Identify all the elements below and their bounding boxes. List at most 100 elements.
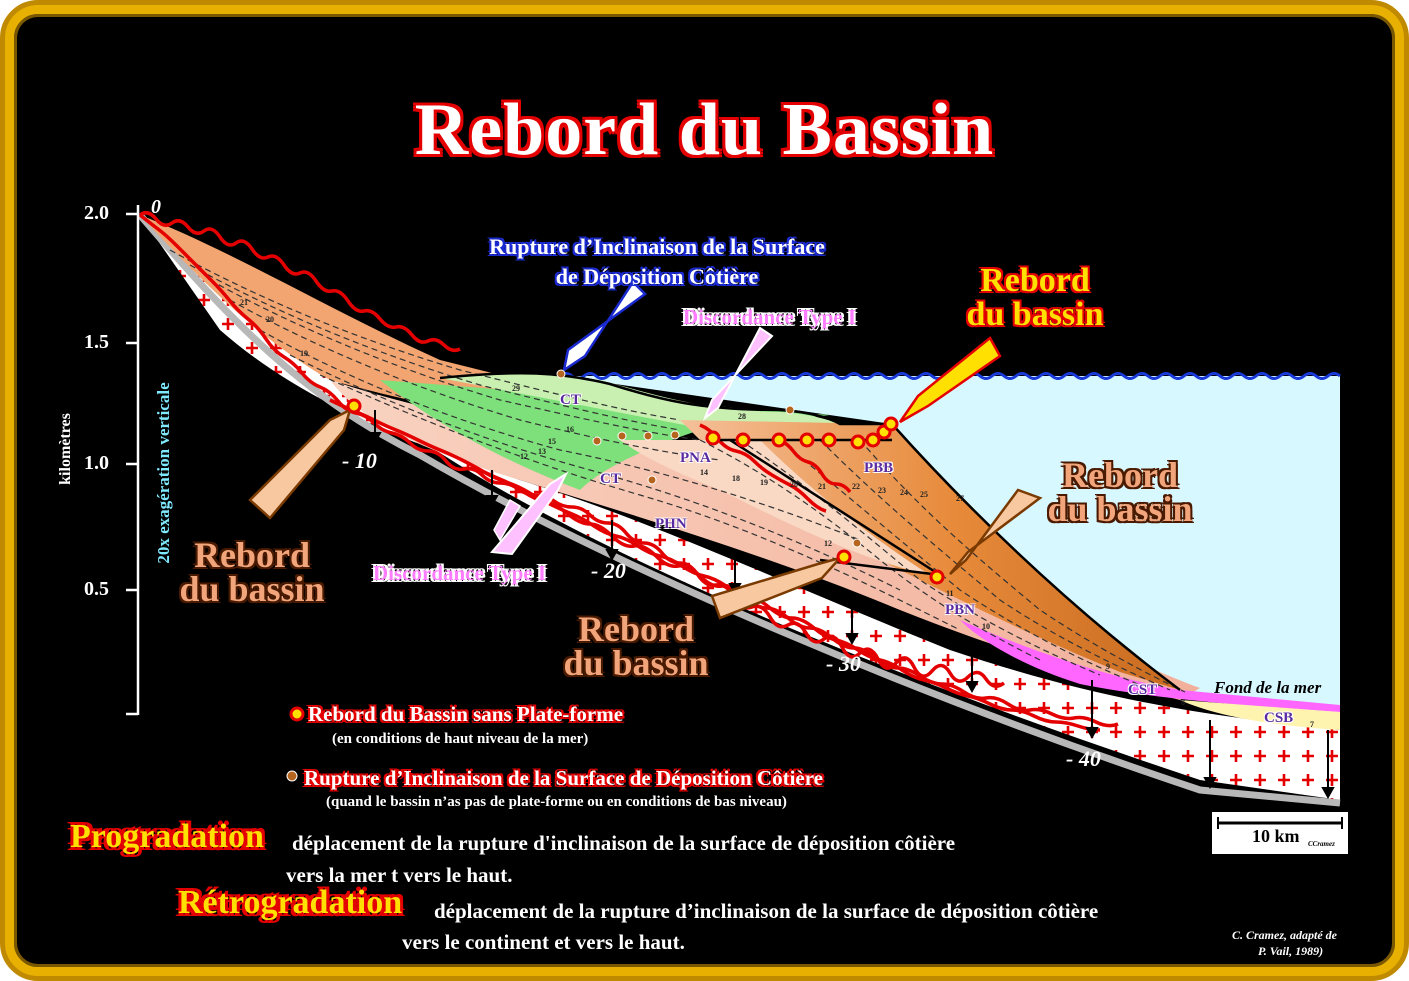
layer-number: 22 [852,482,860,491]
rebord-right-line1: Rebord [1062,455,1178,495]
pna-zone [620,440,930,575]
legend-item-rupture-sub: (quand le bassin n’as pas de plate-forme… [326,794,787,810]
progradation-text-1: déplacement de la rupture d'inclinaison … [292,831,956,855]
layer-number: 16 [566,425,574,434]
depth-40: - 40 [1066,746,1101,771]
layer-number: 10 [982,622,990,631]
layer-number: 9 [1106,662,1110,671]
legend-dot-rupture [286,770,298,782]
credit-line2: P. Vail, 1989) [1258,944,1324,958]
rebord-mid-line2: du bassin [563,643,709,683]
tick-2-0: 2.0 [84,202,109,224]
csb-band [1180,700,1340,730]
green-top [440,373,840,428]
rebord-left-arrow [248,407,353,520]
tick-0-5: 0.5 [84,578,109,600]
layer-number: 7 [1310,720,1314,729]
rebord-yellow-label: Rebord du bassin [960,264,1110,332]
rebord-mid-arrow [710,555,844,620]
retrogradation-term: Rétrogradation [178,884,403,921]
layer-number: 12 [824,539,832,548]
basement [140,215,1340,800]
layer-number: 24 [900,488,908,497]
progradation-term: Progradation [70,818,264,855]
sea-floor-label: Fond de la mer [1214,678,1322,697]
scale-label: 10 km [1252,826,1300,846]
red-unconformities [138,211,1119,732]
discordance-top-label: Discordance Type I [683,305,857,329]
layer-number: 29 [512,384,520,393]
layer-number: 11 [946,589,954,598]
axis-label: kilomètres [57,413,74,485]
coastal-break-dots [556,369,862,548]
unit-ct-upper: CT [560,392,581,408]
sea-water [560,376,1340,718]
rebord-right-label: Rebord du bassin [1040,455,1200,529]
unit-pna: PNA [680,450,711,466]
rebord-yellow-line2: du bassin [966,296,1104,333]
layer-number: 13 [538,447,546,456]
rupture-title-line1: Rupture d’Inclinaison de la Surface [489,234,825,259]
rebord-left-line1: Rebord [194,535,310,575]
layer-number: 23 [878,486,886,495]
layer-number: 19 [760,478,768,487]
legend-item-rupture: Rupture d’Inclinaison de la Surface de D… [304,766,823,790]
layer-number: 8 [1181,698,1185,707]
progradation-text-2: vers la mer t vers le haut. [286,863,513,887]
depth-30: - 30 [826,651,861,676]
layer-number: 12 [520,452,528,461]
scale-bar [1212,812,1348,854]
cst-band [960,620,1340,712]
depth-10: - 10 [342,448,377,473]
unit-pbb: PBB [864,460,894,476]
rupture-title: Rupture d’Inclinaison de la Surface de D… [462,232,852,292]
retrogradation-text-2: vers le continent et vers le haut. [402,930,685,954]
legend-item-rebord-sub: (en conditions de haut niveau de la mer) [332,731,589,747]
rupture-arrow [562,280,647,373]
layer-number: 18 [732,474,740,483]
unit-pbn: PBN [945,602,975,618]
vertical-axis [126,205,140,716]
layer-number: 15 [548,437,556,446]
rebord-mid-label: Rebord du bassin [556,609,716,683]
legend-dot-rebord [289,706,305,722]
layer-number: 27 [956,494,964,503]
layer-number: 28 [738,412,746,421]
legend-item-rebord: Rebord du Bassin sans Plate-forme [308,702,624,726]
layer-number: 21 [240,298,248,307]
layer-number: 14 [700,468,708,477]
rupture-title-line2: de Déposition Côtière [555,264,759,289]
rebord-left-label: Rebord du bassin [172,535,332,607]
layer-number: 20 [790,480,798,489]
unit-ct-lower: CT [600,471,621,487]
layer-number: 19 [300,349,308,358]
depth-20: - 20 [591,558,626,583]
layer-number: 21 [818,482,826,491]
rebord-yellow-arrow [898,336,1002,424]
scale-credit: CCramez [1308,840,1335,848]
retrogradation-text-1: déplacement de la rupture d’inclinaison … [434,899,1099,923]
depth-arrows [368,410,1335,800]
rebord-mid-line1: Rebord [578,609,694,649]
unit-cst: CST [1128,682,1158,698]
rebord-right-arrow [949,488,1043,575]
exaggeration-label: 20x exagération verticale [154,382,173,564]
discordance-bottom-arrow [489,471,569,556]
discordance-top-arrow [702,326,774,421]
rebord-yellow-line1: Rebord [980,262,1090,299]
unit-phn: PHN [655,516,687,532]
rebord-right-line2: du bassin [1047,489,1193,529]
top-zero: 0 [151,196,161,218]
page-title: Rebord du Bassin [414,89,995,171]
discordance-bottom-label: Discordance Type I [373,561,547,585]
shelf-break-dots [346,398,945,585]
credit-line1: C. Cramez, adapté de [1232,928,1337,942]
tick-1-0: 1.0 [84,452,109,474]
layer-number: 25 [920,490,928,499]
discordance-bottom-arrow2 [493,498,522,542]
tick-1-5: 1.5 [84,331,109,353]
internal-layers [169,249,1186,693]
unit-csb: CSB [1264,710,1294,726]
layer-number: 20 [266,315,274,324]
